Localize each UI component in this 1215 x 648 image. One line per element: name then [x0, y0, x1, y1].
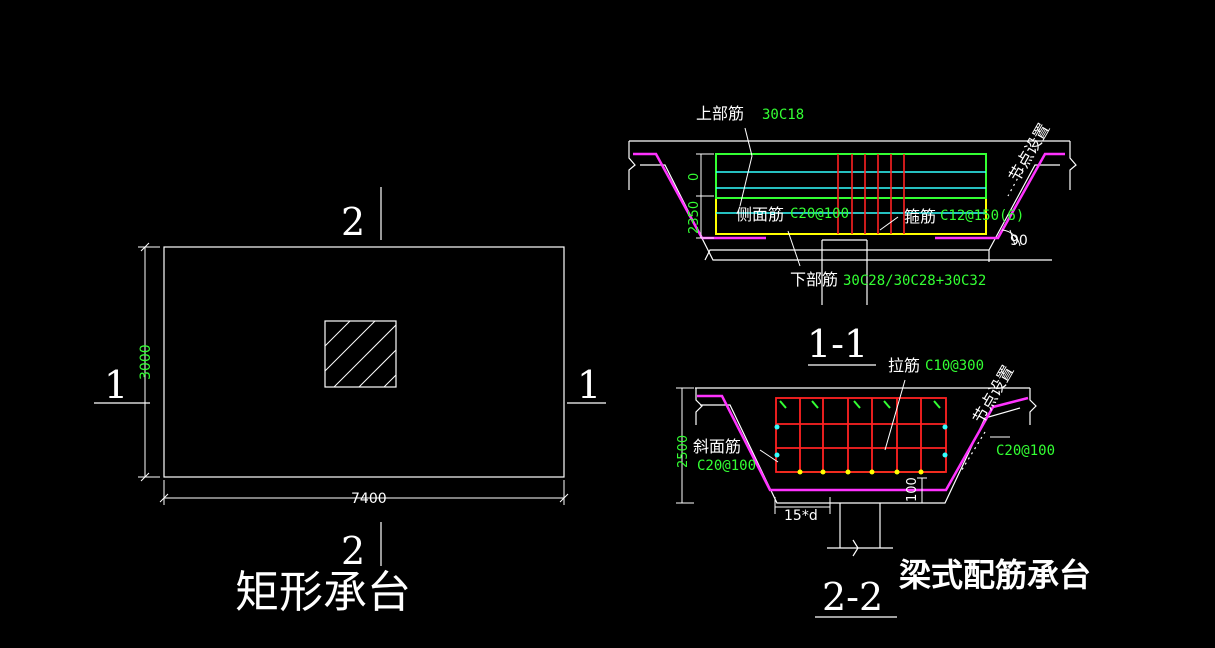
section-mark-right: 1 — [577, 363, 601, 407]
dim-height-text: 3000 — [138, 344, 154, 380]
plan-title: 矩形承台 — [235, 567, 411, 618]
value-slope-right: C20@100 — [996, 443, 1055, 459]
label-slope-bar: 斜面筋 — [693, 437, 741, 456]
section-2-2: 拉筋 C10@300 斜面筋 C20@100 C20@100 节点设置 2500… — [676, 356, 1055, 619]
value-side-bar: C20@100 — [790, 206, 849, 222]
main-title: 梁式配筋承台 — [899, 556, 1091, 594]
pile-cap-outline — [163, 246, 565, 478]
angle-90: 90 — [1010, 233, 1028, 249]
column-hatched — [324, 320, 397, 388]
dimension-width — [159, 480, 569, 505]
value-top-bar: 30C18 — [762, 107, 804, 123]
dimension-height — [138, 242, 160, 482]
dim-2350: 2350 — [687, 201, 702, 234]
label-top-bar: 上部筋 — [696, 104, 744, 123]
section-mark-top: 2 — [341, 200, 365, 244]
value-tie-bar: C10@300 — [925, 358, 984, 374]
label-side-bar: 侧面筋 — [736, 205, 784, 224]
dim-15d: 15*d — [784, 508, 818, 524]
label-tie-bar: 拉筋 — [888, 356, 920, 375]
section-1-1: 上部筋 30C18 侧面筋 C20@100 箍筋 C12@150(6) 下部筋 … — [628, 104, 1077, 366]
dim-width-text: 7400 — [351, 491, 387, 507]
value-bottom-bar: 30C28/30C28+30C32 — [843, 273, 986, 289]
dim-0: 0 — [687, 173, 702, 181]
value-stirrup: C12@150(6) — [940, 208, 1024, 224]
dim-2500: 2500 — [676, 435, 691, 468]
section-1-1-title: 1-1 — [807, 322, 868, 366]
plan-view: 2 2 1 1 7400 3000 矩形承台 — [94, 187, 606, 618]
section-2-2-title: 2-2 — [822, 575, 883, 619]
label-stirrup: 箍筋 — [904, 207, 936, 226]
section-mark-bottom: 2 — [341, 529, 365, 573]
dim-100: 100 — [905, 477, 920, 502]
section-mark-left: 1 — [104, 363, 128, 407]
value-slope-bar: C20@100 — [697, 458, 756, 474]
label-bottom-bar: 下部筋 — [790, 270, 838, 289]
